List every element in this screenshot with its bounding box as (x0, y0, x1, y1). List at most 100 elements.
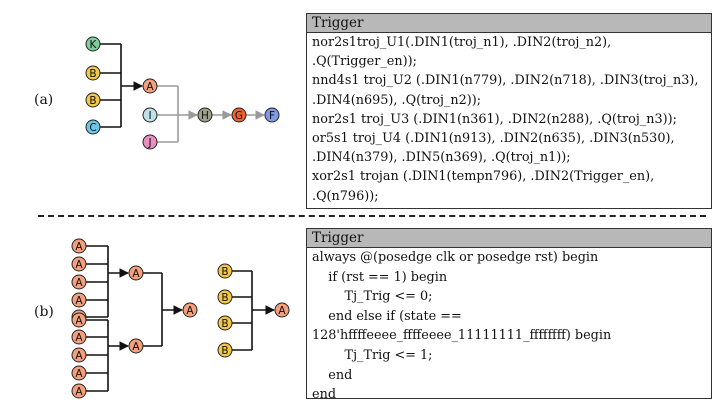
node-circle (128, 338, 144, 354)
node-circle (197, 107, 213, 123)
node-label: H (201, 110, 209, 122)
graph-node-a: A (71, 329, 87, 345)
graph-node-c: C (85, 119, 101, 135)
graph-node-b: B (217, 263, 233, 279)
code-line: Tj_Trig <= 1; (312, 347, 433, 363)
panel-label-a: (a) (34, 92, 54, 108)
node-circle (274, 302, 290, 318)
graph-node-a: A (128, 338, 144, 354)
graph-node-b: B (85, 92, 101, 108)
code-line: if (rst == 1) begin (312, 269, 448, 285)
node-label: B (221, 292, 228, 304)
code-line: nor2s1troj_U1(.DIN1(troj_n1), .DIN2(troj… (312, 35, 612, 50)
node-circle (142, 107, 158, 123)
trigger-code-box-a: Trigger nor2s1troj_U1(.DIN1(troj_n1), .D… (306, 13, 712, 209)
node-circle (217, 289, 233, 305)
graph-node-b: B (217, 342, 233, 358)
code-line: .Q(Trigger_en)); (312, 54, 417, 70)
node-circle (182, 302, 198, 318)
code-line: end (312, 367, 353, 383)
graph-node-a: A (182, 302, 198, 318)
node-circle (71, 274, 87, 290)
graph-node-a: A (71, 256, 87, 272)
node-label: C (89, 122, 96, 134)
node-circle (217, 342, 233, 358)
code-line: or5s1 troj_U4 (.DIN1(n913), .DIN2(n635),… (312, 131, 675, 147)
node-circle (71, 312, 87, 328)
section-divider (38, 215, 706, 217)
code-line: end else if (state == (312, 308, 462, 324)
node-circle (71, 256, 87, 272)
node-label: A (75, 350, 83, 362)
node-label: A (75, 295, 83, 307)
node-label: A (132, 341, 140, 353)
node-label: A (278, 305, 286, 317)
node-label: A (75, 386, 83, 398)
node-label: B (89, 68, 96, 80)
node-label: K (90, 39, 98, 51)
graph-node-a: A (71, 383, 87, 399)
node-label: F (269, 110, 275, 122)
code-line: 128'hffffeeee_ffffeeee_11111111_ffffffff… (312, 328, 612, 344)
node-label: A (75, 259, 83, 271)
code-block: nor2s1troj_U1(.DIN1(troj_n1), .DIN2(troj… (307, 33, 711, 206)
node-label: J (147, 137, 151, 149)
node-circle (85, 92, 101, 108)
node-label: A (132, 268, 140, 280)
code-line: nnd4s1 troj_U2 (.DIN1(n779), .DIN2(n718)… (312, 73, 699, 89)
node-circle (71, 329, 87, 345)
node-label: A (75, 315, 83, 327)
graph-a-edges (100, 43, 265, 143)
node-label: B (89, 95, 96, 107)
graph-node-a: A (71, 238, 87, 254)
node-circle (71, 347, 87, 363)
node-label: A (186, 305, 194, 317)
code-line: .DIN4(n379), .DIN5(n369), .Q(troj_n1)); (312, 150, 571, 166)
trigger-graphs: KBBCAIJHGFAAAAAAAAAAAAABBBBA (71, 36, 290, 399)
node-label: A (75, 332, 83, 344)
code-line: always @(posedge clk or posedge rst) beg… (312, 250, 599, 265)
graph-b-edges (86, 245, 275, 392)
code-line: Tj_Trig <= 0; (312, 289, 433, 305)
code-line: nor2s1 troj_U3 (.DIN1(n361), .DIN2(n288)… (312, 111, 677, 127)
node-label: A (75, 277, 83, 289)
graph-node-k: K (85, 36, 101, 52)
code-box-title: Trigger (307, 14, 711, 33)
node-circle (85, 119, 101, 135)
node-circle (128, 265, 144, 281)
node-circle (231, 107, 247, 123)
node-circle (264, 107, 280, 123)
graph-node-b: B (217, 289, 233, 305)
node-circle (142, 78, 158, 94)
node-circle (71, 383, 87, 399)
node-label: A (146, 81, 154, 93)
node-circle (217, 315, 233, 331)
graph-node-a: A (274, 302, 290, 318)
node-label: B (221, 318, 228, 330)
node-circle (142, 134, 158, 150)
trigger-code-box-b: Trigger always @(posedge clk or posedge … (306, 228, 712, 402)
code-line: xor2s1 trojan (.DIN1(tempn796), .DIN2(Tr… (312, 169, 655, 185)
graph-node-a: A (71, 274, 87, 290)
graph-node-g: G (231, 107, 247, 123)
panel-label-b: (b) (34, 304, 54, 320)
graph-node-i: I (142, 107, 158, 123)
code-box-title: Trigger (307, 229, 711, 248)
graph-node-b: B (85, 65, 101, 81)
code-block: always @(posedge clk or posedge rst) beg… (307, 248, 711, 405)
node-label: B (221, 266, 228, 278)
node-label: I (148, 110, 151, 122)
code-line: end (312, 387, 337, 403)
node-circle (217, 263, 233, 279)
node-circle (71, 292, 87, 308)
graph-node-a: A (71, 312, 87, 328)
node-circle (71, 365, 87, 381)
graph-node-a: A (71, 292, 87, 308)
graph-node-b: B (217, 315, 233, 331)
code-line: .DIN4(n695), .Q(troj_n2)); (312, 92, 482, 108)
code-line: .Q(n796)); (312, 188, 379, 204)
node-label: B (221, 345, 228, 357)
node-circle (71, 238, 87, 254)
graph-node-j: J (142, 134, 158, 150)
graph-node-f: F (264, 107, 280, 123)
